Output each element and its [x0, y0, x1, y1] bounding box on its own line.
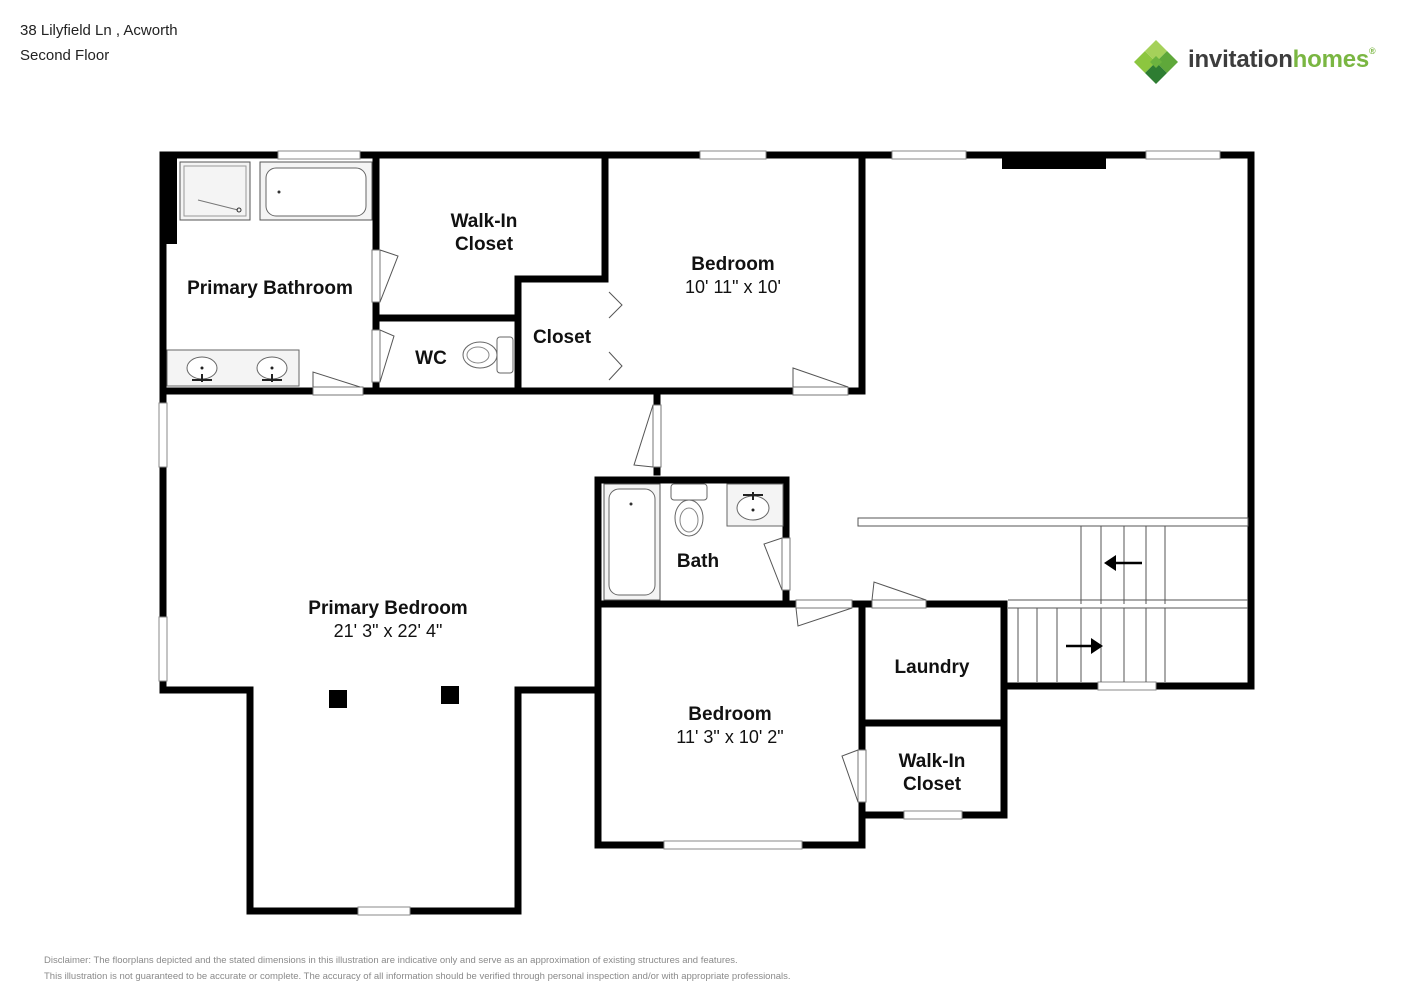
room-label-walkin-closet-bottom-1: Walk-In: [899, 751, 966, 772]
room-label-bath: Bath: [677, 551, 719, 572]
room-dims-bedroom-top: 10' 11" x 10': [685, 277, 781, 297]
room-dims-primary-bedroom: 21' 3" x 22' 4": [334, 621, 443, 641]
logo-text-homes: homes: [1292, 46, 1370, 73]
room-label-primary-bedroom: Primary Bedroom: [308, 598, 467, 619]
logo-trademark: ®: [1369, 46, 1376, 56]
bathtub-icon: [603, 483, 661, 601]
disclaimer-line-2: This illustration is not guaranteed to b…: [44, 971, 791, 982]
room-label-bedroom-bottom: Bedroom: [688, 704, 771, 725]
wall-block: [1002, 152, 1106, 169]
room-label-bedroom-top: Bedroom: [691, 254, 774, 275]
sink-icon: [166, 349, 300, 387]
toilet-icon: [462, 336, 514, 374]
shower-icon: [179, 161, 251, 221]
column-marker: [329, 690, 347, 708]
stair-arrow-right-icon: [1066, 638, 1103, 654]
windows: [158, 150, 1221, 916]
room-label-walkin-closet-bottom-2: Closet: [903, 774, 962, 795]
sink-icon: [726, 483, 784, 527]
invitation-homes-logo: [1134, 40, 1178, 84]
stair-arrow-left-icon: [1104, 555, 1142, 571]
logo-text-invitation: invitation: [1188, 46, 1293, 73]
doors: [312, 249, 927, 803]
toilet-icon: [670, 483, 708, 537]
room-dims-bedroom-bottom: 11' 3" x 10' 2": [676, 727, 783, 747]
logo-mark-icon: [1134, 40, 1178, 84]
wall-block: [160, 152, 177, 244]
room-label-walkin-closet-top-1: Walk-In: [451, 211, 518, 232]
disclaimer-line-1: Disclaimer: The floorplans depicted and …: [44, 955, 738, 966]
address-label: 38 Lilyfield Ln , Acworth: [20, 22, 178, 39]
room-label-wc: WC: [415, 348, 447, 369]
room-label-walkin-closet-top-2: Closet: [455, 234, 514, 255]
column-marker: [441, 686, 459, 704]
room-label-primary-bathroom: Primary Bathroom: [187, 278, 353, 299]
floor-label: Second Floor: [20, 47, 110, 64]
room-label-closet: Closet: [533, 327, 592, 348]
bathtub-icon: [259, 161, 373, 221]
logo-wordmark: invitationhomes®: [1188, 46, 1376, 74]
room-label-laundry: Laundry: [895, 657, 970, 678]
stairs: [857, 517, 1249, 682]
